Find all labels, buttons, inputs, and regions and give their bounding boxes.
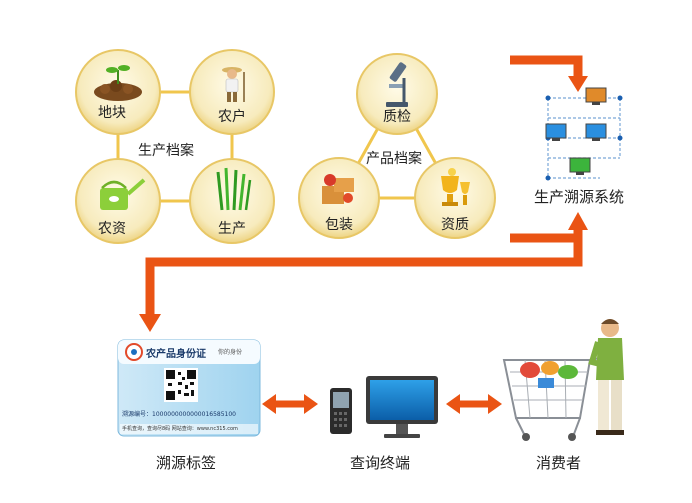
shopping-cart-icon xyxy=(502,357,601,441)
product-archive-group xyxy=(298,53,496,239)
flow-arrows xyxy=(139,55,588,414)
traceability-system-network xyxy=(545,87,623,181)
node-materials xyxy=(75,158,161,244)
node-production xyxy=(189,158,275,244)
arrow-head-left xyxy=(446,394,460,414)
mobile-phone-icon xyxy=(330,388,352,434)
card-title: 农产品身份证 xyxy=(146,349,206,360)
node-inspection xyxy=(356,53,438,135)
node-plot xyxy=(75,49,161,135)
arrow-head-down xyxy=(139,314,161,332)
farmer-icon xyxy=(222,67,245,102)
package-box-icon xyxy=(322,174,354,204)
node-qualification xyxy=(414,157,496,239)
computer-icon xyxy=(585,87,607,105)
node-label-materials: 农资 xyxy=(98,221,126,237)
arrow-head-right xyxy=(304,394,318,414)
query-terminal-caption: 查询终端 xyxy=(350,454,411,472)
traceability-system-label: 生产溯源系统 xyxy=(534,188,625,206)
node-packaging xyxy=(298,157,380,239)
monitor-icon xyxy=(366,376,438,438)
arrow-head-up xyxy=(568,212,588,230)
crop-icon xyxy=(216,167,252,211)
computer-icon xyxy=(585,123,607,141)
arrow-to-system-bottom xyxy=(510,226,583,243)
group-title-product-archive: 产品档案 xyxy=(366,151,422,167)
arrow-head-right xyxy=(488,394,502,414)
query-terminal-devices xyxy=(330,376,438,438)
arrow-head-left xyxy=(262,394,276,414)
microscope-icon xyxy=(386,62,408,107)
card-code-text: 溯源编号：1000000000000016585100 xyxy=(122,411,236,418)
computer-icon xyxy=(545,123,567,141)
trace-label-card xyxy=(117,339,261,437)
node-farmer xyxy=(189,49,275,135)
soil-sprout-icon xyxy=(94,65,142,101)
consumer-caption: 消费者 xyxy=(536,454,582,472)
production-archive-group xyxy=(75,49,275,244)
arrow-to-trace-label xyxy=(145,238,583,316)
node-label-production: 生产 xyxy=(218,221,246,237)
computer-icon xyxy=(569,157,591,175)
node-label-farmer: 农户 xyxy=(218,109,246,125)
node-label-packaging: 包装 xyxy=(325,217,353,233)
trace-label-caption: 溯源标签 xyxy=(156,454,217,472)
arrow-head-down xyxy=(568,76,588,92)
arrow-to-system-top xyxy=(510,55,583,78)
consumer-figure xyxy=(502,319,624,441)
card-footer-text: 手机查询，查询尽8码 网站查询：www.nc315.com xyxy=(122,426,238,432)
group-title-production-archive: 生产档案 xyxy=(138,143,194,159)
node-label-qualification: 资质 xyxy=(441,217,469,233)
qr-code-icon xyxy=(164,368,198,402)
connector-triangle xyxy=(336,90,458,200)
watering-can-icon xyxy=(100,178,146,210)
card-subtitle: 你的身份 xyxy=(218,349,243,356)
node-label-inspection: 质检 xyxy=(383,109,411,125)
person-icon xyxy=(588,319,624,435)
trophy-icon xyxy=(441,168,470,206)
node-label-plot: 地块 xyxy=(98,105,126,121)
